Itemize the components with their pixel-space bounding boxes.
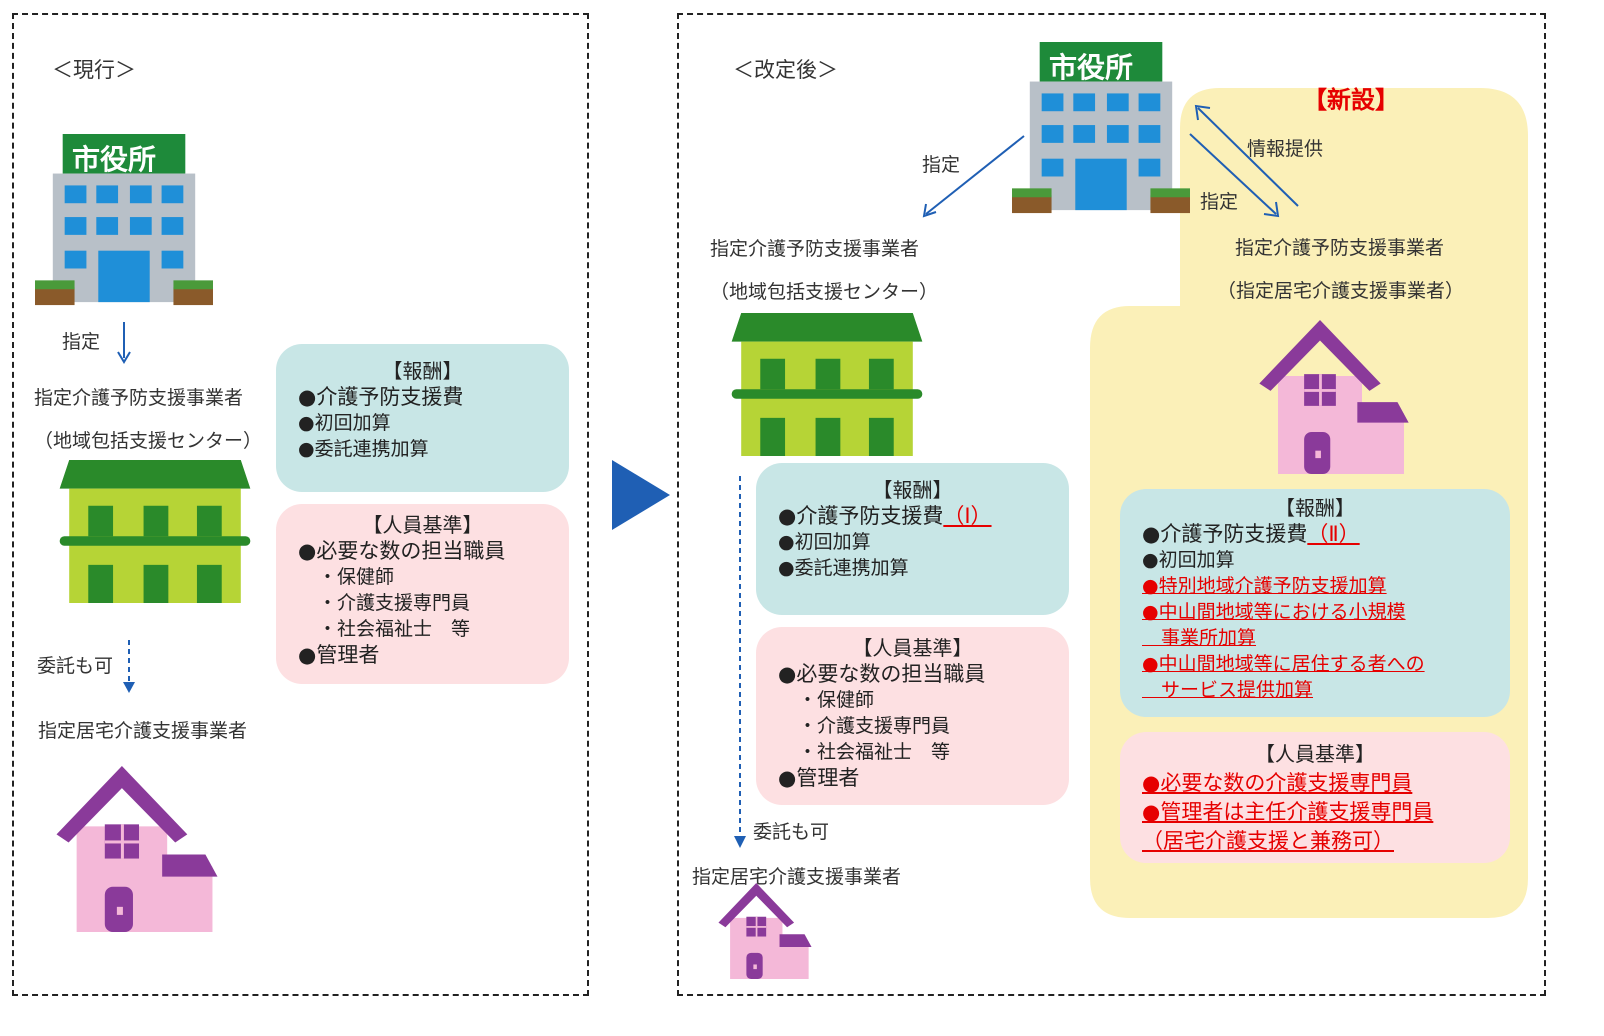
home-provider: 指定居宅介護支援事業者: [38, 720, 248, 742]
current-heading: ＜現行＞: [52, 58, 136, 82]
arrows-icon: [922, 104, 1299, 218]
new-remuneration-item: ●中山間地域等に居住する者への: [1142, 653, 1425, 675]
new-staffing-box: 【人員基準】 ●必要な数の介護支援専門員 ●管理者は主任介護支援専門員 （居宅介…: [1120, 732, 1510, 863]
staffing-sub: ・保健師: [318, 566, 395, 588]
remuneration-title: 【報酬】: [382, 359, 463, 383]
city-hall-sign: 市役所: [1049, 51, 1134, 84]
transition-arrow-icon: [612, 460, 670, 530]
home-provider: 指定居宅介護支援事業者: [692, 866, 902, 888]
entrust-label: 委託も可: [753, 821, 830, 843]
house-icon: [718, 883, 812, 979]
remuneration-item: ●委託連携加算: [298, 438, 429, 460]
new-staffing-item: ●必要な数の介護支援専門員: [1142, 771, 1413, 795]
remuneration-suffix: （Ⅱ）: [1307, 522, 1360, 546]
house-icon: [56, 766, 218, 932]
community-center-icon: [55, 460, 255, 603]
remuneration-item: ●初回加算: [778, 531, 871, 553]
remuneration-item: ●介護予防支援費: [1142, 522, 1308, 546]
staffing-item: ●必要な数の担当職員: [778, 662, 986, 686]
staffing-item: ●管理者: [298, 643, 380, 667]
staffing-sub: ・社会福祉士 等: [798, 741, 951, 763]
remuneration-item: ●介護予防支援費: [778, 504, 944, 528]
staffing-sub: ・社会福祉士 等: [318, 618, 471, 640]
revised-panel: [677, 13, 1546, 996]
staffing-title: 【人員基準】: [1255, 742, 1375, 766]
current-panel: [12, 13, 589, 996]
new-remuneration-item: サービス提供加算: [1142, 679, 1314, 701]
dashed-arrow-down-icon: [734, 476, 746, 848]
revised-heading: ＜改定後＞: [733, 58, 838, 82]
remuneration-box: 【報酬】 ●介護予防支援費（Ⅰ） ●初回加算 ●委託連携加算: [756, 463, 1069, 615]
provider-sub: （地域包括支援センター）: [710, 281, 939, 303]
remuneration-item: ●初回加算: [1142, 549, 1235, 571]
remuneration-title: 【報酬】: [872, 478, 953, 502]
remuneration-title: 【報酬】: [1275, 496, 1355, 520]
staffing-box: 【人員基準】 ●必要な数の担当職員 ・保健師 ・介護支援専門員 ・社会福祉士 等…: [276, 504, 569, 684]
new-remuneration-item: ●中山間地域等における小規模: [1142, 601, 1406, 623]
provider-name: 指定介護予防支援事業者: [34, 387, 244, 409]
designate-label: 指定: [922, 154, 961, 176]
new-remuneration-box: 【報酬】 ●介護予防支援費（Ⅱ） ●初回加算 ●特別地域介護予防支援加算 ●中山…: [1120, 489, 1510, 717]
house-icon: [1253, 320, 1415, 474]
provider-name: 指定介護予防支援事業者: [710, 238, 920, 260]
staffing-sub: ・保健師: [798, 689, 875, 711]
remuneration-suffix: （Ⅰ）: [943, 504, 992, 528]
staffing-box: 【人員基準】 ●必要な数の担当職員 ・保健師 ・介護支援専門員 ・社会福祉士 等…: [756, 627, 1069, 805]
provider-sub: （地域包括支援センター）: [34, 430, 263, 452]
remuneration-item: ●委託連携加算: [778, 557, 909, 579]
arrow-down-icon: [117, 322, 131, 364]
remuneration-box: 【報酬】 ●介護予防支援費 ●初回加算 ●委託連携加算: [276, 344, 569, 492]
new-remuneration-item: 事業所加算: [1142, 627, 1257, 649]
designate-label: 指定: [62, 331, 101, 353]
staffing-item: ●管理者: [778, 766, 860, 790]
city-hall-sign: 市役所: [72, 143, 157, 176]
new-staffing-item: （居宅介護支援と兼務可）: [1142, 829, 1394, 853]
staffing-title: 【人員基準】: [852, 636, 973, 660]
entrust-label: 委託も可: [37, 655, 114, 677]
info-provision-label: 情報提供: [1247, 138, 1324, 160]
new-remuneration-item: ●特別地域介護予防支援加算: [1142, 575, 1387, 597]
staffing-title: 【人員基準】: [362, 513, 483, 537]
remuneration-item: ●初回加算: [298, 412, 391, 434]
new-provider-sub: （指定居宅介護支援事業者）: [1217, 280, 1465, 302]
staffing-item: ●必要な数の担当職員: [298, 539, 506, 563]
new-label: 【新設】: [1303, 86, 1399, 114]
new-staffing-item: ●管理者は主任介護支援専門員: [1142, 800, 1434, 824]
staffing-sub: ・介護支援専門員: [318, 592, 471, 614]
new-provider-name: 指定介護予防支援事業者: [1235, 237, 1445, 259]
dashed-arrow-down-icon: [123, 640, 135, 693]
designate-label: 指定: [1200, 191, 1239, 213]
remuneration-item: ●介護予防支援費: [298, 385, 464, 409]
community-center-icon: [727, 313, 927, 456]
staffing-sub: ・介護支援専門員: [798, 715, 951, 737]
